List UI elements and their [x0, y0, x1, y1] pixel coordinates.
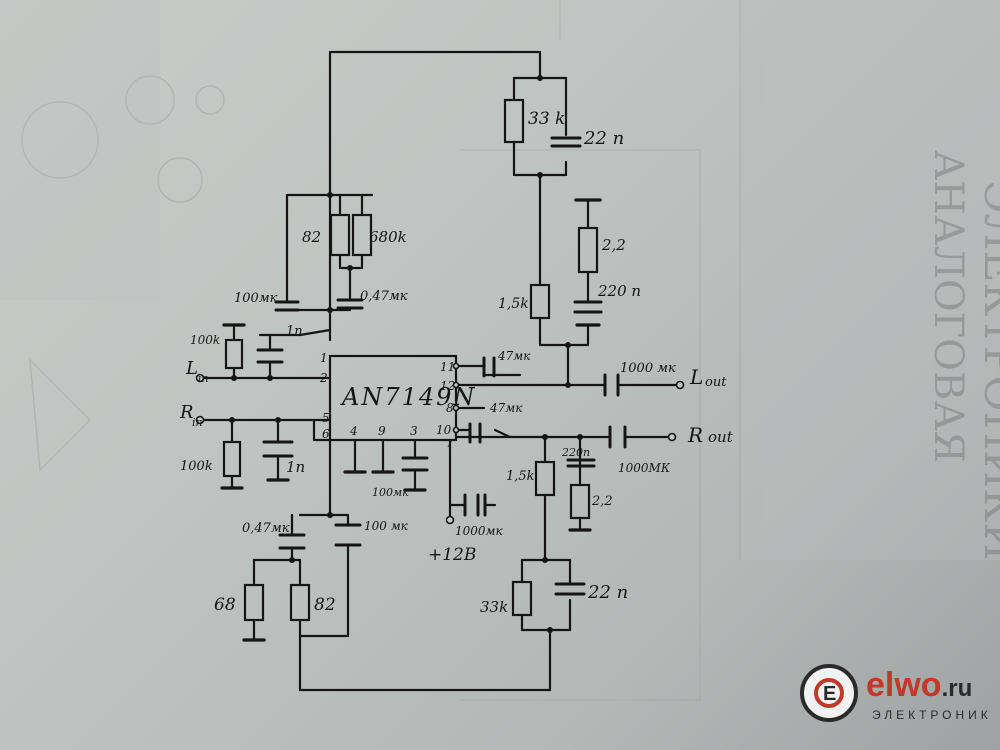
elwo-logo-icon: E: [800, 664, 858, 722]
resistor-33k-bot: [511, 580, 533, 617]
resistor-100k-l: [224, 338, 244, 370]
label-33k-top: 33 k: [528, 109, 565, 129]
resistor-33k-top: [503, 98, 525, 144]
resistor-1-5k-top: [529, 283, 551, 320]
output-l-label: L: [689, 365, 703, 389]
label-1n-l: 1n: [286, 324, 303, 339]
logo-name-text: elwo: [866, 666, 942, 704]
resistor-68: [243, 583, 265, 622]
label-22n-top: 22 n: [583, 128, 624, 149]
label-047-bot: 0,47мк: [242, 521, 290, 536]
pin-6: 6: [322, 427, 330, 441]
bg-heading-2: АНАЛОГОВАЯ: [925, 150, 971, 463]
supply-label: +12B: [428, 545, 476, 565]
label-68: 68: [214, 595, 236, 615]
label-1000-lout: 1000 мк: [620, 361, 676, 376]
pin-11: 11: [440, 360, 455, 374]
labels: AN7149N 1 2 5 6 4 9 3 11 12 8 10 7 L in …: [179, 109, 734, 616]
label-2-2-bot: 2,2: [591, 494, 613, 509]
chip-label: AN7149N: [340, 383, 476, 411]
output-r-sub: out: [708, 428, 734, 446]
pin-4: 4: [349, 424, 358, 438]
background-bleed: [0, 0, 1000, 701]
input-l-sub: in: [198, 372, 209, 385]
background-text: ЭЛЕКТРОНИКИ АНАЛОГОВАЯ: [925, 150, 1000, 561]
resistor-82-top: [329, 213, 351, 257]
output-r-label: R: [687, 423, 703, 447]
junctions: [195, 75, 685, 633]
resistor-2-2-bot: [569, 483, 591, 520]
resistor-2-2-top: [577, 226, 599, 274]
logo-tagline: ЭЛЕКТРОНИК: [872, 708, 992, 722]
label-220n-top: 220 n: [597, 282, 641, 300]
pin-7: 7: [446, 437, 453, 450]
pin-1: 1: [320, 351, 328, 365]
pin-10: 10: [436, 423, 452, 437]
label-22n-bot: 22 n: [587, 582, 628, 603]
label-1000-supply: 1000мк: [455, 524, 503, 538]
label-82-top: 82: [302, 228, 321, 246]
pin-12: 12: [440, 379, 455, 393]
label-100k-l: 100k: [190, 333, 220, 347]
label-100k-r: 100k: [180, 459, 213, 474]
logo-tld: .ru: [941, 675, 973, 702]
components: [220, 98, 627, 642]
input-r-sub: in: [192, 416, 203, 429]
input-r-label: R: [179, 402, 194, 423]
pin-3: 3: [410, 424, 418, 438]
label-680k: 680k: [369, 228, 407, 246]
logo-name: elwo.ru: [866, 666, 972, 705]
label-1-5k-bot: 1,5k: [506, 469, 535, 484]
label-1000-rout: 1000МК: [618, 461, 671, 475]
label-100mk-top: 100мк: [234, 291, 278, 306]
label-2-2-top: 2,2: [601, 236, 626, 254]
label-100mk-mid: 100мк: [372, 486, 409, 499]
label-1-5k-top: 1,5k: [498, 296, 529, 312]
label-1n-r: 1n: [286, 458, 305, 476]
elwo-logo: E elwo.ru ЭЛЕКТРОНИК: [800, 662, 996, 742]
label-220n-bot: 220n: [561, 446, 590, 459]
input-l-label: L: [185, 358, 198, 379]
pin-5: 5: [322, 411, 330, 425]
pin-2: 2: [319, 371, 328, 385]
label-100mk-bot: 100 мк: [364, 519, 409, 533]
pin-9: 9: [378, 424, 386, 438]
resistor-82-bot: [289, 583, 311, 622]
label-82-bot: 82: [314, 595, 336, 615]
resistor-680k: [351, 213, 373, 257]
label-47-bot: 47мк: [489, 401, 523, 415]
resistor-100k-r: [222, 440, 242, 478]
label-33k-bot: 33k: [480, 598, 508, 616]
output-l-sub: out: [705, 375, 727, 390]
label-047-top: 0,47мк: [360, 289, 408, 304]
bg-heading-1: ЭЛЕКТРОНИКИ: [974, 180, 1000, 561]
resistor-1-5k-bot: [534, 460, 556, 497]
label-47-top: 47мк: [497, 349, 531, 363]
pin-8: 8: [446, 401, 454, 415]
